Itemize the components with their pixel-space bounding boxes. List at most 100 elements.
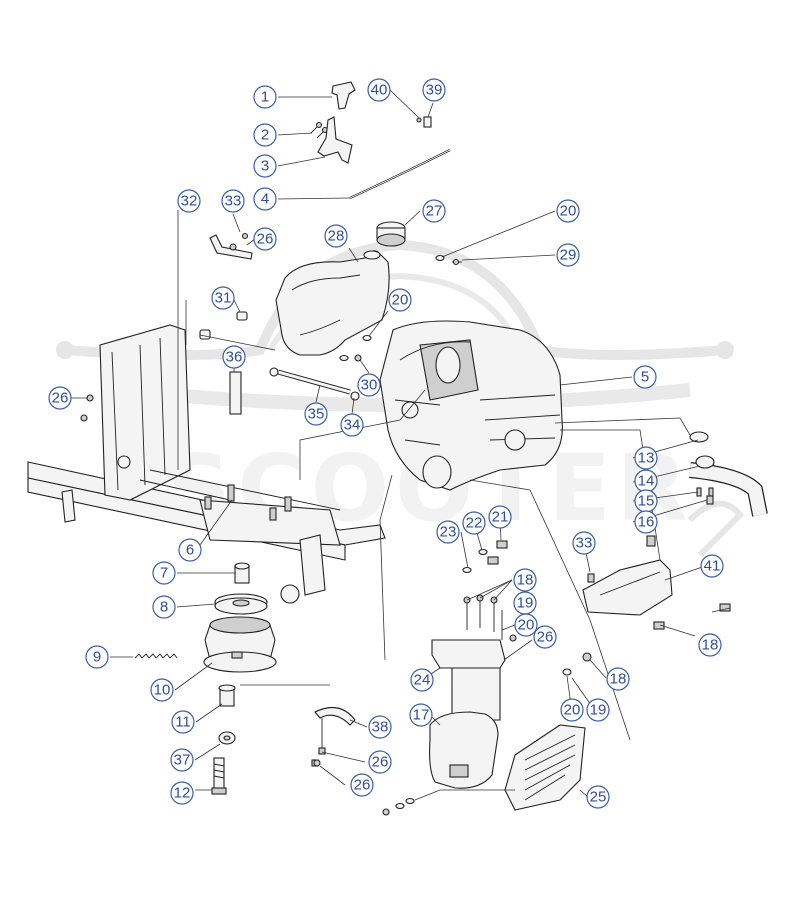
svg-text:12: 12 [174, 785, 191, 802]
callout-29: 29 [556, 243, 580, 267]
bushing-part [218, 684, 236, 707]
washer-part [218, 731, 236, 745]
svg-text:5: 5 [641, 369, 649, 386]
callout-33b: 33 [572, 531, 596, 555]
engine-part [379, 320, 563, 491]
svg-text:1: 1 [261, 89, 269, 106]
callout-35: 35 [304, 402, 328, 426]
callout-7: 7 [152, 561, 176, 585]
callout-26d: 26 [368, 750, 392, 774]
callout-2: 2 [253, 123, 277, 147]
callout-5: 5 [633, 365, 657, 389]
cable-clip-part [416, 116, 432, 128]
svg-text:40: 40 [371, 82, 388, 99]
tank-fasteners-part [339, 254, 462, 362]
svg-text:2: 2 [261, 127, 269, 144]
svg-text:16: 16 [638, 514, 655, 531]
callout-12: 12 [170, 781, 194, 805]
callout-38: 38 [368, 715, 392, 739]
svg-text:27: 27 [426, 203, 443, 220]
callout-4: 4 [253, 187, 277, 211]
throttle-knob-part [331, 81, 356, 110]
svg-text:19: 19 [590, 702, 607, 719]
throttle-cable-part [349, 149, 451, 199]
svg-text:17: 17 [413, 707, 430, 724]
callouts: 1 2 3 4 5 6 7 8 9 10 11 12 13 14 15 16 1… [48, 78, 724, 809]
svg-text:18: 18 [517, 572, 534, 589]
electric-clutch-part [203, 616, 277, 673]
svg-text:41: 41 [704, 558, 721, 575]
bracket-bolts-part [463, 594, 517, 642]
svg-text:6: 6 [186, 542, 194, 559]
callout-1: 1 [253, 85, 277, 109]
return-spring-part [134, 653, 178, 659]
svg-text:35: 35 [308, 406, 325, 423]
callout-23: 23 [436, 520, 460, 544]
callout-18a: 18 [513, 568, 537, 592]
svg-text:24: 24 [414, 672, 431, 689]
callout-26b: 26 [48, 386, 72, 410]
svg-text:21: 21 [492, 509, 509, 526]
svg-text:29: 29 [560, 247, 577, 264]
fuel-cap-part [376, 221, 406, 247]
callout-37: 37 [170, 748, 194, 772]
small-fasteners-part [462, 540, 508, 574]
svg-text:13: 13 [638, 450, 655, 467]
spacer-part [234, 562, 250, 584]
guard-screws-part [382, 797, 415, 816]
callout-20a: 20 [556, 199, 580, 223]
svg-text:26: 26 [354, 777, 371, 794]
callout-32: 32 [177, 189, 201, 213]
callout-6: 6 [178, 538, 202, 562]
callout-31: 31 [211, 286, 235, 310]
muffler-bracket-part [431, 639, 506, 721]
svg-text:18: 18 [702, 637, 719, 654]
throttle-lever-part [317, 116, 353, 164]
svg-text:22: 22 [466, 515, 483, 532]
callout-27: 27 [422, 199, 446, 223]
fuel-tank-part [275, 250, 390, 356]
svg-text:30: 30 [361, 377, 378, 394]
muffler-guard-part [504, 724, 586, 811]
callout-19a: 19 [513, 591, 537, 615]
callout-18c: 18 [698, 633, 722, 657]
callout-21: 21 [488, 505, 512, 529]
callout-24: 24 [410, 668, 434, 692]
svg-text:33: 33 [225, 193, 242, 210]
callout-26e: 26 [350, 773, 374, 797]
callout-22: 22 [462, 511, 486, 535]
fuel-line-part [269, 367, 360, 401]
svg-text:20: 20 [392, 292, 409, 309]
svg-text:26: 26 [257, 231, 274, 248]
svg-text:28: 28 [328, 228, 345, 245]
misc-fasteners-part [80, 394, 321, 767]
svg-text:23: 23 [440, 524, 457, 541]
svg-text:20: 20 [518, 617, 535, 634]
svg-text:34: 34 [344, 417, 361, 434]
exhaust-pipe-part [689, 431, 768, 517]
muffler-part [429, 711, 499, 789]
svg-text:20: 20 [560, 203, 577, 220]
callout-25: 25 [586, 785, 610, 809]
lever-screws-part [310, 121, 329, 139]
watermark: SCOOTER [56, 239, 745, 558]
callout-10: 10 [150, 678, 174, 702]
svg-text:15: 15 [638, 493, 655, 510]
callout-26c: 26 [533, 625, 557, 649]
svg-text:39: 39 [426, 82, 443, 99]
callout-34: 34 [340, 413, 364, 437]
callout-16: 16 [634, 510, 658, 534]
shield-bolts-part [562, 535, 731, 676]
callout-41: 41 [700, 554, 724, 578]
svg-text:3: 3 [261, 158, 269, 175]
callout-40: 40 [367, 78, 391, 102]
svg-text:33: 33 [576, 535, 593, 552]
svg-text:38: 38 [372, 719, 389, 736]
svg-text:26: 26 [537, 629, 554, 646]
callout-14: 14 [634, 469, 658, 493]
svg-text:19: 19 [517, 595, 534, 612]
callout-17: 17 [409, 703, 433, 727]
engine-mount-part [204, 484, 292, 521]
callout-8: 8 [152, 595, 176, 619]
